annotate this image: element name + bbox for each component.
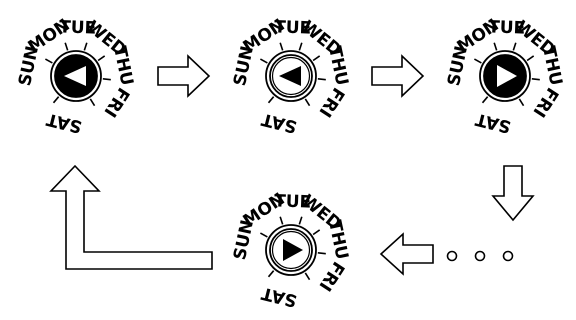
day-label: SAT	[259, 282, 299, 310]
day-label: THU	[538, 45, 566, 88]
dial-tick	[474, 58, 482, 64]
arrow-dial1-to-dial2	[157, 54, 211, 98]
dial-knob-ring	[271, 230, 311, 270]
dial-tick	[493, 42, 498, 51]
day-label: SAT	[259, 108, 299, 136]
day-label: SAT	[473, 108, 513, 136]
day-label: TUE	[274, 191, 312, 212]
dial-tick	[97, 55, 106, 62]
arrow-loop-back-to-dial1	[49, 164, 213, 270]
dial-tick	[52, 96, 60, 104]
pointer-triangle-icon	[283, 239, 303, 261]
dial-tick	[481, 96, 489, 104]
arrow-to-dial4	[379, 232, 434, 276]
dial-tick	[512, 42, 517, 51]
dial-tick	[312, 229, 321, 236]
ellipsis-dot	[446, 250, 458, 262]
dial-tick	[279, 42, 284, 51]
day-label: THU	[324, 219, 352, 262]
dial-tick	[298, 216, 303, 225]
dial-tick	[312, 55, 321, 62]
dial-tick	[279, 216, 284, 225]
dial-tick	[531, 78, 540, 81]
day-label: THU	[109, 45, 137, 88]
ellipsis	[446, 250, 514, 262]
day-label: FRI	[99, 84, 133, 121]
day-label: TUE	[59, 17, 97, 38]
dial-tick	[64, 42, 69, 51]
dial-knob-ring	[271, 56, 311, 96]
day-label: TUE	[488, 17, 526, 38]
ellipsis-dot	[474, 250, 486, 262]
dial-tick	[317, 78, 326, 81]
dial-tick	[89, 98, 96, 107]
dial-tick	[260, 232, 268, 238]
day-label: TUE	[274, 17, 312, 38]
arrow-dial2-to-dial3	[371, 54, 425, 98]
ellipsis-dot	[502, 250, 514, 262]
dial-tick	[45, 58, 53, 64]
pointer-triangle-icon	[64, 66, 86, 86]
day-label: THU	[324, 45, 352, 88]
day-label: FRI	[314, 258, 348, 295]
dial-tick	[317, 252, 326, 255]
arrow-dial3-down	[491, 165, 535, 222]
arrows-layer	[49, 54, 535, 276]
dial-tick	[267, 96, 275, 104]
pointer-triangle-icon	[279, 66, 301, 86]
day-label: FRI	[314, 84, 348, 121]
dial-tick	[267, 270, 275, 278]
dial-tick	[304, 272, 311, 281]
dial-tick	[260, 58, 268, 64]
day-label: SAT	[44, 108, 84, 136]
dial-tick	[298, 42, 303, 51]
dial-tick	[304, 98, 311, 107]
day-label: FRI	[528, 84, 562, 121]
dial-tick	[518, 98, 525, 107]
dial-tick	[102, 78, 111, 81]
pointer-triangle-icon	[497, 65, 517, 87]
dial-tick	[526, 55, 535, 62]
dial-tick	[83, 42, 88, 51]
